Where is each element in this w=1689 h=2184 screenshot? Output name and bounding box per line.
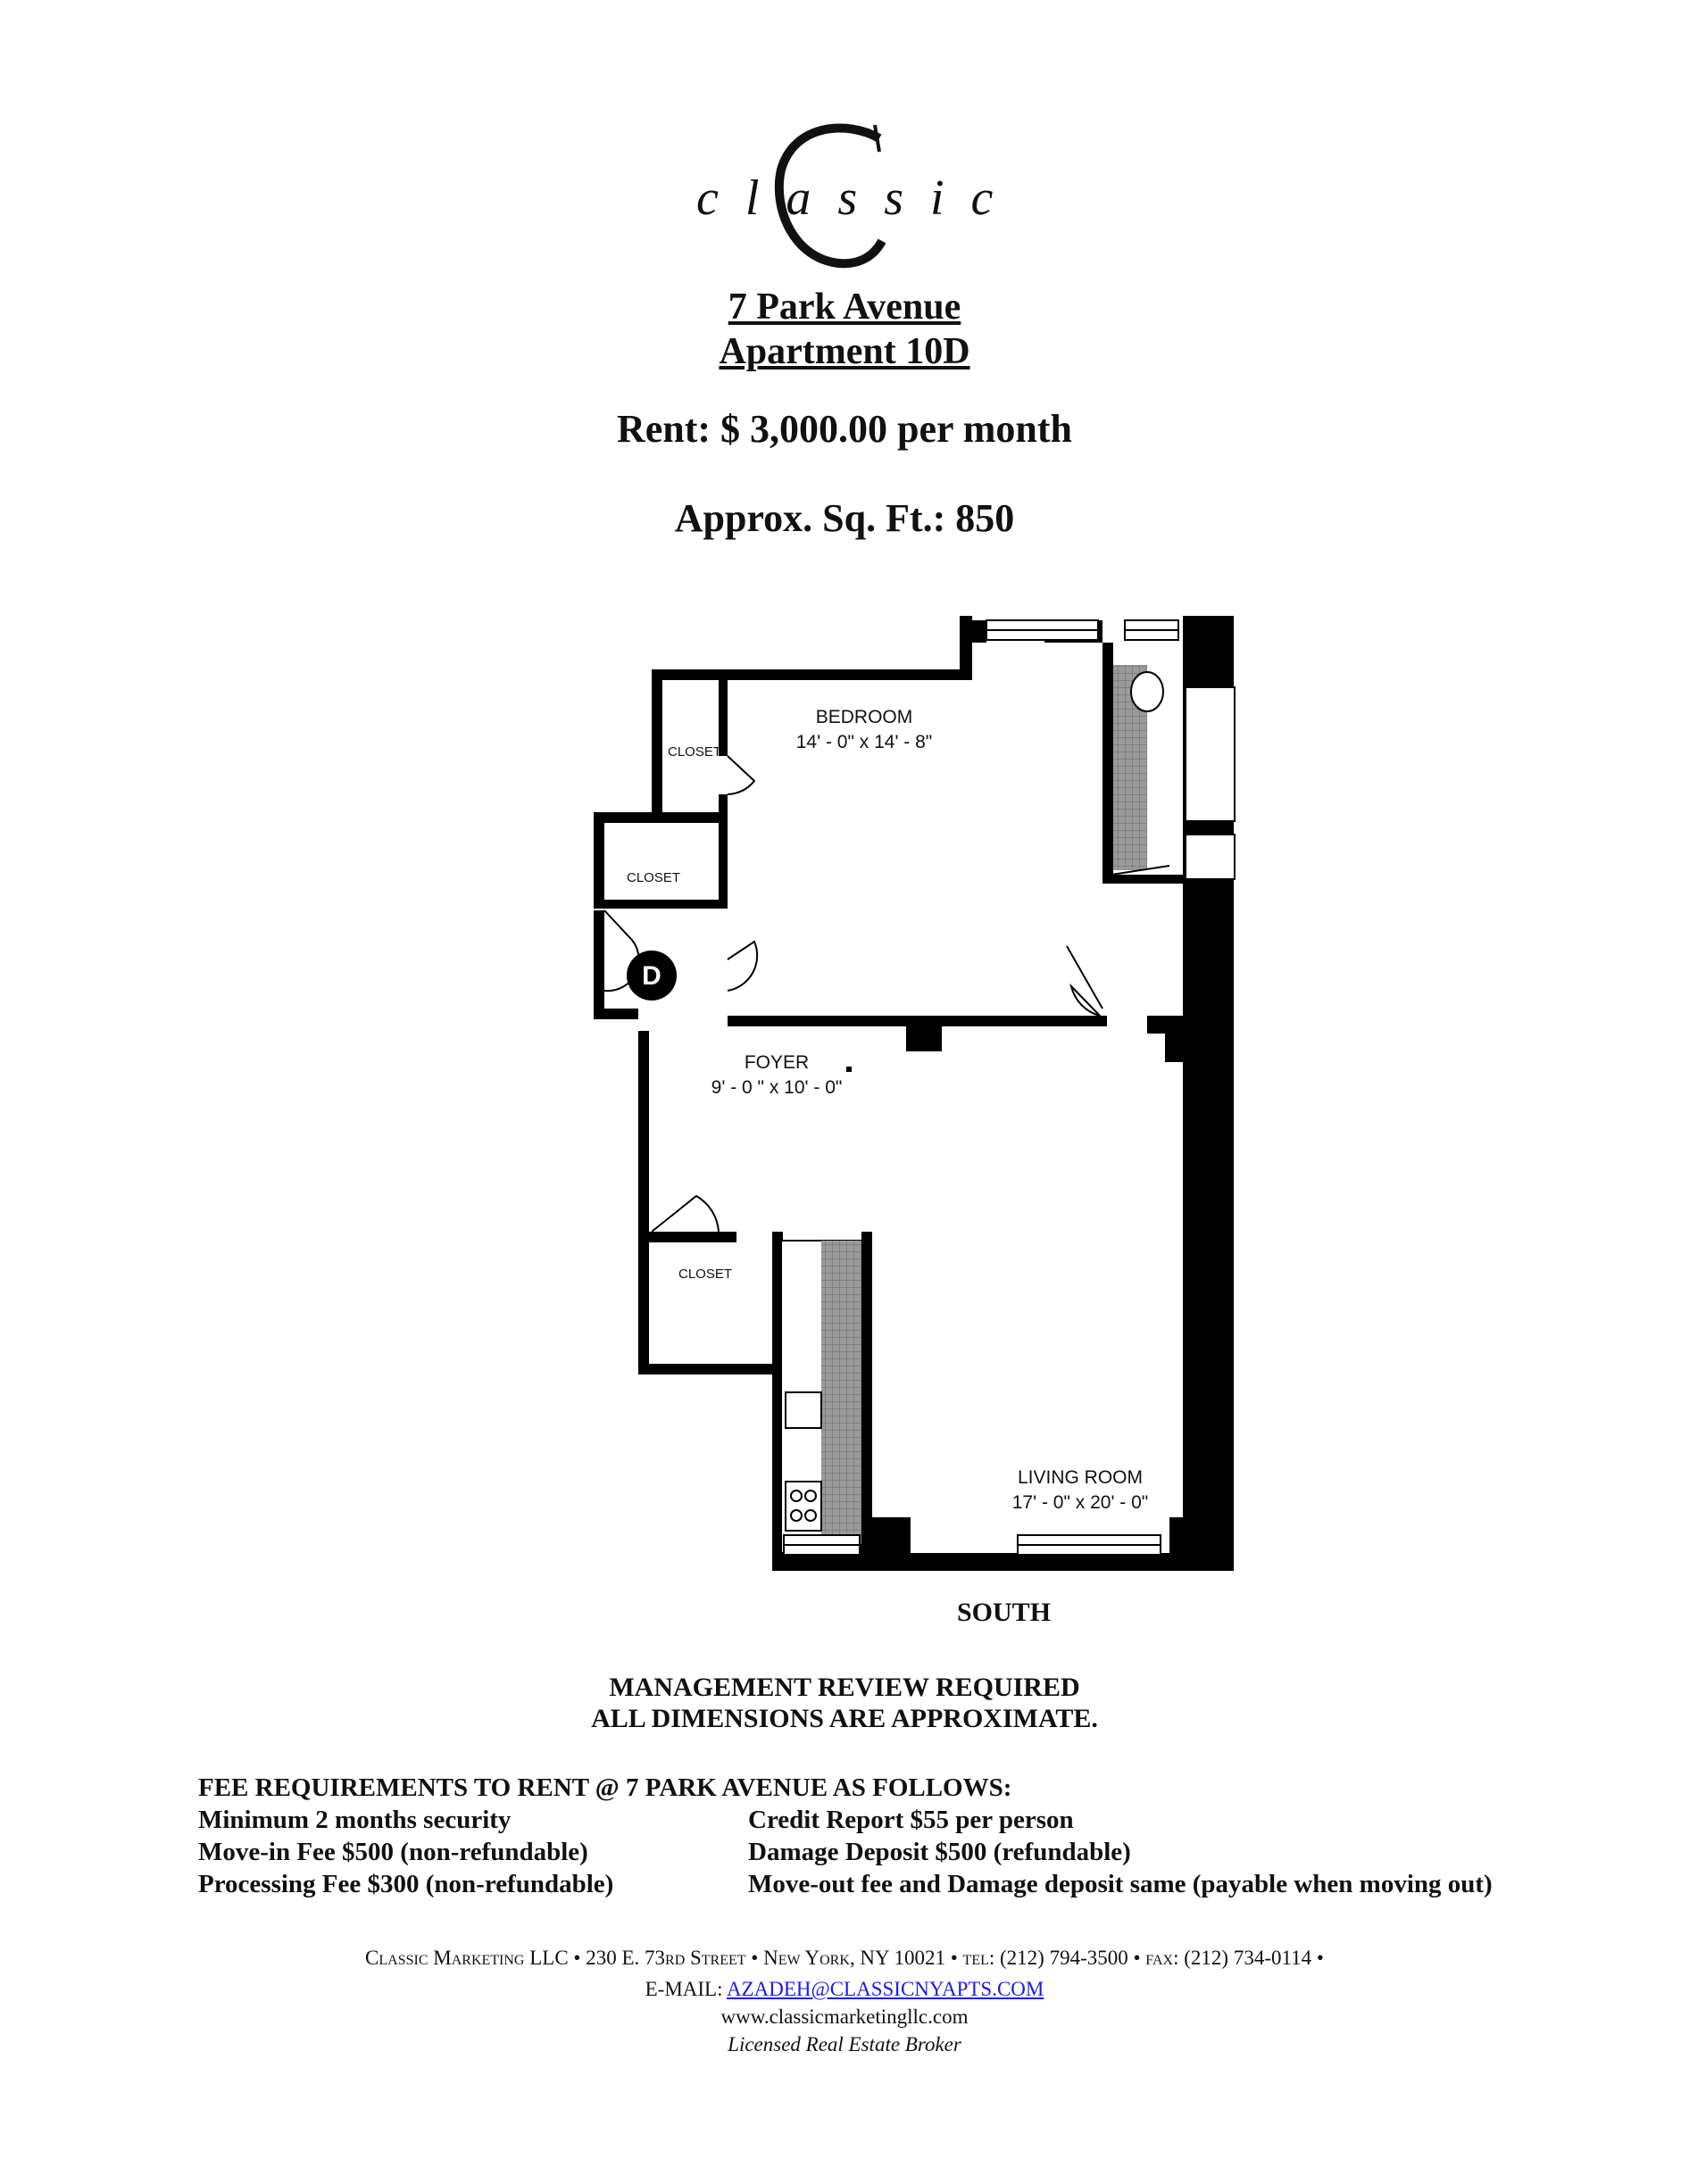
fee-left: Minimum 2 months security — [198, 1806, 512, 1834]
fee-left: Processing Fee $300 (non-refundable) — [198, 1870, 614, 1898]
fee-row: Processing Fee $300 (non-refundable) Mov… — [198, 1868, 1591, 1900]
license-line: Licensed Real Estate Broker — [728, 2033, 961, 2055]
floor-plan-drawing: D BEDROOM 14' - 0" x 14' - 8" CLOSET CLO… — [594, 616, 1236, 1571]
fee-left: Move-in Fee $500 (non-refundable) — [198, 1838, 588, 1866]
foyer-dims: 9' - 0 " x 10' - 0" — [711, 1077, 843, 1098]
living-room-label: LIVING ROOM — [1018, 1467, 1143, 1488]
bedroom-label: BEDROOM — [816, 707, 913, 727]
classic-logo: classic — [696, 116, 1020, 277]
address-title: 7 Park Avenue — [728, 286, 961, 328]
closet-label-upper: CLOSET — [627, 870, 680, 885]
fee-right: Damage Deposit $500 (refundable) — [748, 1838, 1131, 1866]
rent-line: Rent: $ 3,000.00 per month — [616, 407, 1073, 451]
dimensions-note: ALL DIMENSIONS ARE APPROXIMATE. — [591, 1704, 1098, 1733]
living-room-dims: 17' - 0" x 20' - 0" — [1012, 1492, 1149, 1513]
logo-word: classic — [696, 170, 1020, 226]
fee-heading: FEE REQUIREMENTS TO RENT @ 7 PARK AVENUE… — [198, 1773, 1012, 1802]
email-link[interactable]: AZADEH@CLASSICNYAPTS.COM — [726, 1978, 1044, 2000]
email-label: E-MAIL: — [645, 1978, 723, 2000]
website-line: www.classicmarketingllc.com — [720, 2005, 969, 2028]
orientation-label: SOUTH — [957, 1598, 1052, 1627]
closet-label-lower: CLOSET — [678, 1266, 732, 1282]
fee-right: Credit Report $55 per person — [748, 1806, 1074, 1834]
logo-c-mark — [774, 123, 886, 269]
management-note: MANAGEMENT REVIEW REQUIRED — [609, 1673, 1080, 1702]
fee-right: Move-out fee and Damage deposit same (pa… — [748, 1870, 1493, 1898]
unit-marker-circle — [627, 951, 677, 1001]
fee-row: Move-in Fee $500 (non-refundable) Damage… — [198, 1836, 1591, 1868]
company-contact-line: Classic Marketing LLC • 230 E. 73rd Stre… — [365, 1947, 1324, 1969]
bedroom-dims: 14' - 0" x 14' - 8" — [796, 732, 933, 752]
email-line: E-MAIL: AZADEH@CLASSICNYAPTS.COM — [0, 1974, 1689, 2004]
foyer-label: FOYER — [745, 1052, 809, 1073]
closet-label-bedroom: CLOSET — [668, 744, 721, 760]
unit-marker-letter: D — [642, 961, 661, 991]
sqft-line: Approx. Sq. Ft.: 850 — [674, 496, 1015, 540]
fee-requirements: FEE REQUIREMENTS TO RENT @ 7 PARK AVENUE… — [198, 1772, 1591, 1900]
floor-plan: D BEDROOM 14' - 0" x 14' - 8" CLOSET CLO… — [553, 616, 1321, 1615]
apartment-title: Apartment 10D — [719, 331, 970, 372]
fee-row: Minimum 2 months security Credit Report … — [198, 1804, 1591, 1836]
